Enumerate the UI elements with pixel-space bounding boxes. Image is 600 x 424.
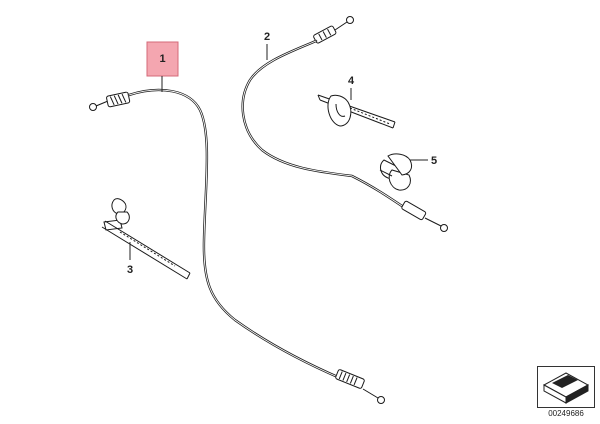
callout-2-label: 2	[264, 31, 270, 43]
reference-badge	[537, 366, 595, 408]
callout-3[interactable]: 3	[127, 242, 133, 276]
callout-2[interactable]: 2	[264, 31, 270, 60]
callout-4[interactable]: 4	[348, 75, 355, 100]
clamp-part-5[interactable]	[379, 153, 413, 191]
cable-tie-part-3[interactable]	[101, 198, 191, 280]
callout-1[interactable]: 1	[146, 41, 179, 92]
callout-5[interactable]: 5	[410, 155, 437, 167]
callout-1-label: 1	[159, 53, 165, 65]
callout-3-label: 3	[127, 264, 133, 276]
reference-code: 00249686	[548, 409, 584, 418]
cable-1-bottom-fitting	[335, 369, 385, 404]
callout-4-label: 4	[348, 75, 355, 87]
cable-part-2[interactable]	[241, 16, 448, 232]
cable-part-1[interactable]	[89, 88, 385, 404]
page-flip-icon	[542, 372, 590, 404]
cable-2-bottom-fitting	[401, 200, 448, 232]
cable-2-top-fitting	[313, 16, 354, 44]
cable-tie-part-4[interactable]	[317, 94, 396, 129]
cable-1-top-fitting	[89, 91, 131, 111]
callout-5-label: 5	[431, 155, 437, 167]
